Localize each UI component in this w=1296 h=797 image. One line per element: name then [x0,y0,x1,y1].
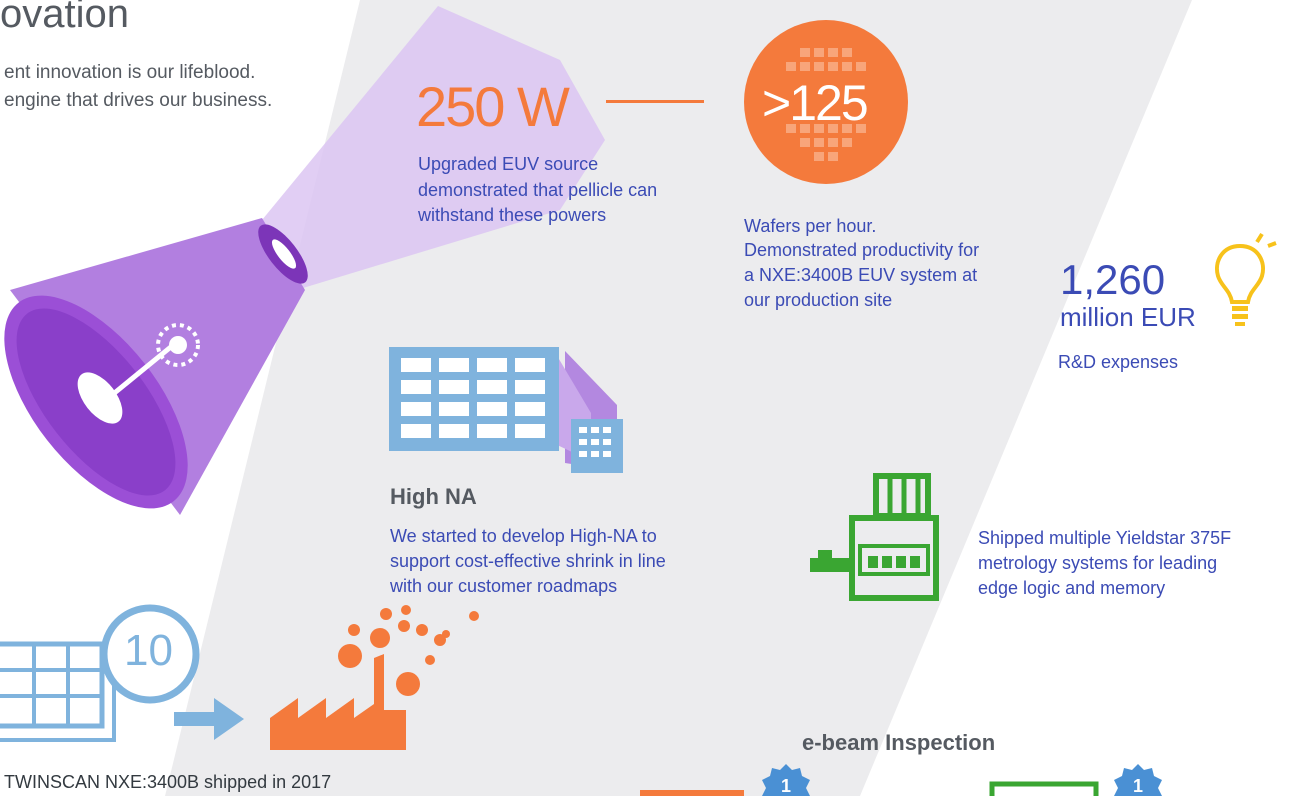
metrology-machine-icon [810,473,939,601]
twinscan-caption: TWINSCAN NXE:3400B shipped in 2017 [4,772,332,792]
rnd-value: 1,260 [1060,256,1166,303]
high-na-desc-1: We started to develop High-NA to [390,526,657,546]
ebeam-title: e-beam Inspection [802,730,996,755]
ebeam-machine-orange-icon [640,764,810,796]
wafer-desc-3: a NXE:3400B EUV system at [744,265,978,285]
wafer-desc-4: our production site [744,290,893,310]
spotlight-icon [4,6,605,515]
high-na-machine-icon [389,347,623,473]
wafer-value: >125 [762,75,869,131]
euv-desc-2: demonstrated that pellicle can [418,180,658,200]
wafer-desc-1: Wafers per hour. [744,216,877,236]
wafer-circle-icon [744,20,908,184]
lightbulb-icon [1215,232,1277,326]
factory-icon [270,605,479,750]
twinscan-machine-icon [0,604,200,742]
euv-power-value: 250 W [416,75,570,138]
connector-line [606,100,704,103]
twinscan-count: 10 [124,626,173,675]
high-na-desc-3: with our customer roadmaps [390,576,618,596]
intro-line-2: engine that drives our business. [4,90,273,111]
euv-desc-1: Upgraded EUV source [418,154,599,174]
ebeam-machine-green-icon [989,764,1162,796]
yieldstar-desc-2: metrology systems for leading [978,553,1218,573]
euv-desc-3: withstand these powers [418,205,607,225]
yieldstar-desc-1: Shipped multiple Yieldstar 375F [978,528,1232,548]
yieldstar-desc-3: edge logic and memory [978,578,1166,598]
wafer-desc-2: Demonstrated productivity for [744,240,980,260]
ebeam-badge-2: 1 [1133,776,1144,796]
rnd-unit: million EUR [1060,302,1196,332]
high-na-desc-2: support cost-effective shrink in line [390,551,666,571]
high-na-title: High NA [390,484,477,509]
ebeam-badge-1: 1 [781,776,792,796]
intro-line-1: ent innovation is our lifeblood. [4,62,256,83]
arrow-right-icon [174,698,244,740]
rnd-label: R&D expenses [1058,352,1179,372]
page-title: ovation [0,0,129,36]
